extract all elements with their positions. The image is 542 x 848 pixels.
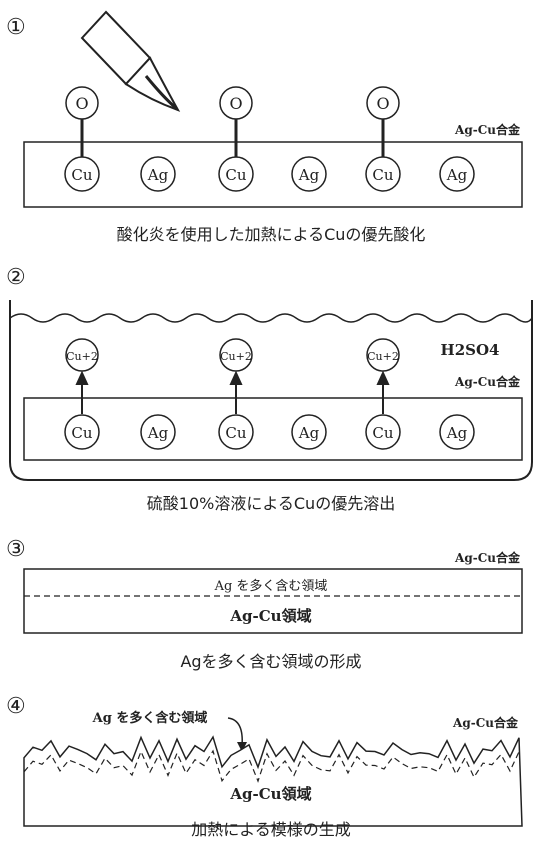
atom-label: Cu: [225, 424, 246, 442]
ag-rich-label-3: Ag を多く含む領域: [214, 578, 328, 594]
oxygen-label: O: [229, 94, 242, 113]
step2-number: ②: [6, 265, 26, 290]
agcu-region-4: Ag-Cu領域: [229, 785, 311, 803]
oxygen-group-2: O: [219, 86, 253, 158]
atom-label: Ag: [446, 424, 468, 442]
acid-label: H2SO4: [441, 341, 500, 359]
arrow-group: [75, 370, 390, 414]
alloy-bar-2: [23, 397, 523, 461]
atom-label: Ag: [147, 424, 169, 442]
step3-caption: Agを多く含む領域の形成: [180, 652, 361, 671]
atom-label: Cu: [372, 424, 393, 442]
alloy-bar-3: [23, 568, 523, 634]
atom-label: Ag: [446, 166, 468, 184]
step2-caption: 硫酸10%溶液によるCuの優先溶出: [147, 494, 395, 513]
oxygen-label: O: [75, 94, 88, 113]
atom-label: Ag: [298, 166, 320, 184]
pointer-arrowhead: [237, 742, 247, 752]
step1-number: ①: [6, 15, 26, 40]
liquid-surface: [9, 313, 533, 323]
ag-rich-label-4: Ag を多く含む領域: [92, 710, 208, 726]
rough-boundary-dashed: [23, 749, 520, 783]
oxygen-label: O: [376, 94, 389, 113]
oxygen-group-1: O: [65, 86, 99, 158]
atom-label: Cu: [71, 166, 92, 184]
oxygen-group-3: O: [366, 86, 400, 158]
alloy-label-2: Ag-Cu合金: [454, 374, 521, 389]
ion-group: Cu+2 Cu+2 Cu+2: [65, 338, 400, 372]
atom-label: Cu: [225, 166, 246, 184]
rough-surface: [23, 735, 523, 827]
step4-caption: 加熱による模様の生成: [191, 820, 351, 839]
ion-label: Cu+2: [367, 350, 399, 363]
ion-label: Cu+2: [220, 350, 252, 363]
pointer-arrow: [227, 717, 243, 747]
agcu-region-3: Ag-Cu領域: [229, 607, 311, 625]
step1-caption: 酸化炎を使用した加熱によるCuの優先酸化: [117, 225, 426, 244]
atom-row-1: Cu Ag Cu Ag Cu Ag: [64, 156, 475, 192]
beaker: [9, 300, 533, 481]
alloy-bar-1: [23, 141, 523, 208]
ion-label: Cu+2: [66, 350, 98, 363]
step3-number: ③: [6, 537, 26, 562]
torch-icon: [80, 10, 181, 112]
atom-label: Ag: [147, 166, 169, 184]
atom-label: Ag: [298, 424, 320, 442]
atom-label: Cu: [71, 424, 92, 442]
step4-number: ④: [6, 694, 26, 719]
alloy-label-1: Ag-Cu合金: [454, 122, 521, 137]
atom-row-2: Cu Ag Cu Ag Cu Ag: [64, 414, 475, 450]
alloy-label-3: Ag-Cu合金: [454, 550, 521, 565]
alloy-label-4: Ag-Cu合金: [452, 715, 519, 730]
atom-label: Cu: [372, 166, 393, 184]
